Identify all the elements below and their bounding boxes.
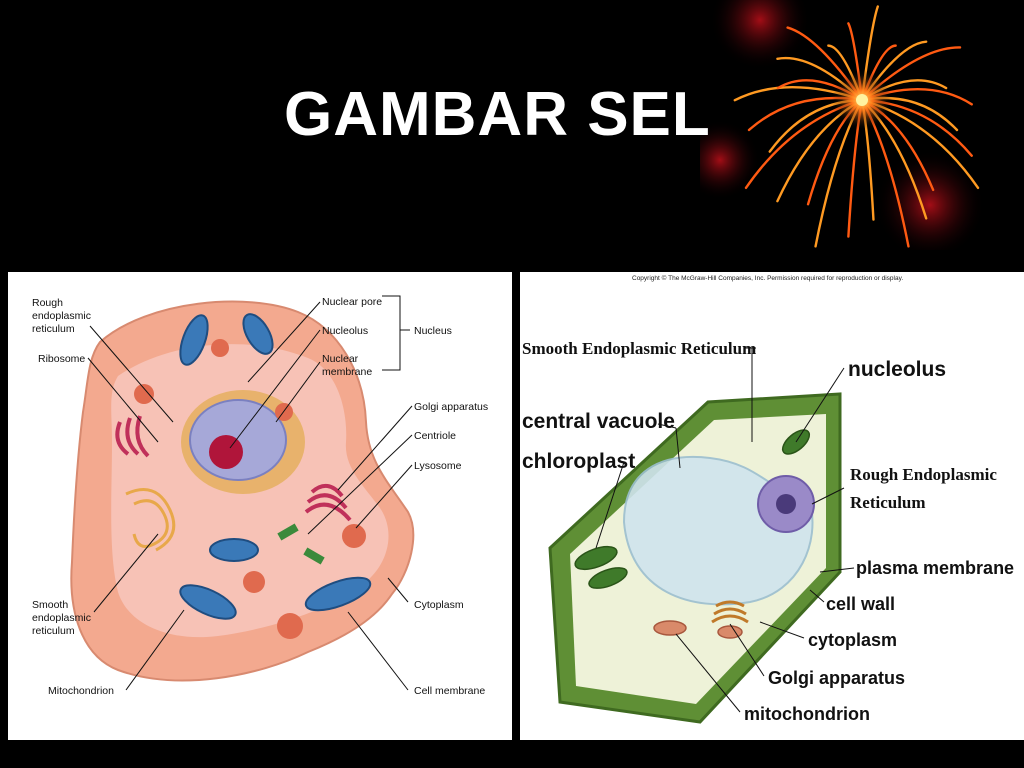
plant-leader-lines — [595, 347, 855, 713]
label-plant-golgi: Golgi apparatus — [768, 668, 905, 688]
label-cell-membrane: Cell membrane — [414, 685, 485, 697]
label-golgi: Golgi apparatus — [414, 401, 488, 413]
lysosome-shape — [342, 524, 366, 548]
label-ribosome: Ribosome — [38, 353, 85, 365]
nucleolus — [209, 435, 243, 469]
lysosome-shape — [243, 571, 265, 593]
label-nucleus: Nucleus — [414, 325, 452, 337]
plant-cell-panel: Copyright © The McGraw-Hill Companies, I… — [520, 272, 1024, 740]
label-plant-cytoplasm: cytoplasm — [808, 630, 897, 650]
label-cytoplasm: Cytoplasm — [414, 599, 464, 611]
lysosome-shape — [275, 403, 293, 421]
label-plant-mitochondrion: mitochondrion — [744, 704, 870, 724]
plant-cell-diagram: Copyright © The McGraw-Hill Companies, I… — [522, 274, 1014, 724]
mitochondrion-shape — [179, 584, 237, 620]
label-plant-rough-er: Rough Endoplasmic Reticulum — [850, 465, 1001, 512]
lysosome-shape — [211, 339, 229, 357]
centriole-shape — [303, 547, 325, 565]
label-cell-wall: cell wall — [826, 594, 895, 614]
label-mitochondrion: Mitochondrion — [48, 685, 114, 697]
label-centriole: Centriole — [414, 430, 456, 442]
mitochondrion-shape — [209, 538, 259, 562]
label-chloroplast: chloroplast — [522, 450, 635, 473]
firework-decoration — [700, 0, 985, 250]
plant-nucleolus — [776, 494, 796, 514]
label-lysosome: Lysosome — [414, 460, 462, 472]
label-plant-smooth-er: Smooth Endoplasmic Reticulum — [522, 339, 756, 358]
lysosome-shape — [277, 613, 303, 639]
chloroplast-shape — [588, 567, 628, 589]
label-smooth-er: Smooth endoplasmic reticulum — [32, 599, 94, 637]
mitochondrion-shape — [304, 576, 372, 612]
centriole-shape — [277, 523, 299, 541]
chloroplast-shape — [574, 545, 618, 571]
mitochondrion-shape — [179, 314, 209, 366]
golgi-shape — [304, 484, 352, 522]
animal-cell-diagram: Rough endoplasmic reticulum Ribosome Smo… — [32, 295, 488, 697]
label-rough-er: Rough endoplasmic reticulum — [32, 297, 94, 335]
animal-leader-lines — [87, 295, 413, 691]
golgi-shape-left — [115, 415, 150, 458]
animal-cell-panel: Rough endoplasmic reticulum Ribosome Smo… — [8, 272, 512, 740]
plant-golgi-shape — [711, 600, 749, 624]
label-plant-nucleolus: nucleolus — [848, 358, 946, 381]
label-nucleolus: Nucleolus — [322, 325, 368, 337]
lysosome-shape — [134, 384, 154, 404]
plant-mitochondrion-shape — [717, 625, 743, 639]
plant-mitochondrion-shape — [653, 620, 687, 636]
label-central-vacuole: central vacuole — [522, 410, 675, 433]
copyright-notice: Copyright © The McGraw-Hill Companies, I… — [632, 274, 903, 282]
label-nuclear-pore: Nuclear pore — [322, 296, 382, 308]
label-nuclear-membrane: Nuclear membrane — [322, 353, 372, 378]
label-plasma-membrane: plasma membrane — [856, 558, 1014, 578]
slide-title: GAMBAR SEL — [284, 80, 711, 149]
mitochondrion-shape — [242, 313, 274, 355]
smooth-er-shape — [125, 488, 176, 552]
